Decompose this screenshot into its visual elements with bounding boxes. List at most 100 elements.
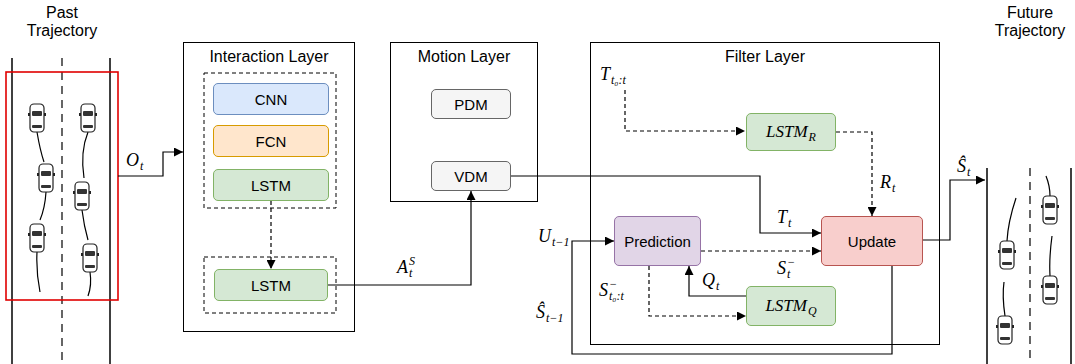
subscript: t [967, 166, 970, 178]
symbol-main: Ŝ [536, 302, 545, 322]
trajectory-trail [1050, 236, 1052, 276]
subscript: t [140, 160, 143, 172]
symbol-scripts: t [140, 148, 143, 172]
connector-arrow [701, 250, 821, 251]
subscript: R [809, 130, 816, 145]
section-label: Future Trajectory [985, 4, 1075, 40]
road-edge [11, 58, 13, 364]
connector-arrow [689, 266, 746, 296]
connector-arrow [328, 191, 471, 285]
node-label: VDM [454, 168, 487, 185]
symbol-scripts: −t₀:t [609, 278, 624, 302]
node-label: LSTM [765, 296, 807, 316]
symbol-scripts: t [967, 154, 970, 178]
subscript: t [787, 268, 795, 280]
node-label: Prediction [624, 233, 691, 250]
process-box: CNN [213, 83, 329, 115]
car-icon [996, 316, 1014, 344]
superscript [788, 205, 791, 217]
symbol-scripts: St [409, 255, 415, 279]
road-edge [109, 58, 111, 364]
superscript: − [609, 278, 624, 290]
process-box: Update [821, 216, 923, 266]
trajectory-trail [1003, 282, 1005, 316]
symbol-main: Ŝ [957, 156, 966, 176]
node-label: Interaction Layer [209, 48, 328, 65]
section-label: Past Trajectory [17, 4, 107, 40]
node-label: PDM [454, 96, 487, 113]
symbol-main: T [600, 64, 610, 84]
superscript [967, 154, 970, 166]
symbol-scripts: −t [787, 256, 795, 280]
trajectory-trail [1007, 198, 1016, 241]
subscript: t [716, 280, 719, 292]
connector-arrow [270, 201, 271, 269]
output-arrow [922, 180, 985, 240]
subscript: t [788, 217, 791, 229]
lstm-box: LSTMR [746, 113, 836, 151]
trajectory-trail [40, 192, 46, 220]
car-icon [28, 224, 46, 252]
connector-arrow [836, 132, 872, 216]
dashed-group [204, 73, 336, 208]
symbol-scripts: t−1 [546, 300, 563, 324]
math-symbol: Ut−1 [536, 224, 571, 248]
process-box: FCN [213, 125, 329, 157]
math-symbol: ASt [395, 255, 417, 279]
symbol-scripts: t [788, 205, 791, 229]
math-symbol: S−t [775, 256, 797, 280]
subscript: Q [808, 304, 817, 319]
car-icon [1041, 276, 1059, 304]
node-label: LSTM [766, 122, 808, 142]
node-label: FCN [256, 133, 287, 150]
math-symbol: S−t₀:t [597, 278, 626, 302]
symbol-main: A [397, 257, 408, 277]
node-label: LSTM [251, 277, 291, 294]
superscript [140, 148, 143, 160]
trajectory-trail [37, 132, 44, 162]
trajectory-trail [88, 272, 91, 296]
layer-box: Interaction LayerCNN FCN LSTM LSTM [183, 42, 355, 332]
node-label: Motion Layer [418, 48, 511, 65]
symbol-scripts: t₀:t [611, 62, 626, 86]
car-icon [1041, 196, 1059, 224]
lane-divider [1029, 168, 1030, 364]
superscript: − [787, 256, 795, 268]
superscript [552, 224, 569, 236]
road-edge [1070, 168, 1072, 364]
math-symbol: Qt [700, 268, 721, 292]
node-label: Filter Layer [725, 48, 805, 65]
math-symbol: Ot [124, 148, 145, 172]
trajectory-trail [83, 132, 88, 178]
dashed-group [204, 257, 336, 313]
car-icon [28, 104, 46, 132]
math-symbol: Ŝt−1 [534, 300, 565, 324]
subscript: t−1 [552, 236, 569, 248]
math-symbol: Tt₀:t [598, 62, 628, 86]
math-symbol: Tt [775, 205, 793, 229]
node-label: LSTM [251, 177, 291, 194]
lstm-box: LSTMQ [746, 286, 836, 326]
math-symbol: Ŝt [955, 154, 972, 178]
input-arrow [625, 90, 745, 131]
symbol-main: S [599, 280, 608, 300]
trajectory-trail [37, 252, 40, 292]
symbol-scripts: t−1 [552, 224, 569, 248]
symbol-main: U [538, 226, 551, 246]
math-symbol: Rt [878, 170, 897, 194]
layer-box: Motion LayerPDM VDM [390, 42, 538, 202]
trajectory-trail [1046, 176, 1050, 196]
subscript: t−1 [546, 312, 563, 324]
symbol-scripts: t [892, 170, 895, 194]
road-edge [986, 168, 988, 364]
superscript [892, 170, 895, 182]
process-box: LSTM [213, 169, 329, 201]
car-icon [37, 164, 55, 192]
subscript: t [892, 182, 895, 194]
symbol-scripts: t [716, 268, 719, 292]
process-box: Prediction [614, 216, 701, 266]
symbol-main: R [880, 172, 891, 192]
lane-divider [61, 58, 62, 364]
selection-box [6, 72, 118, 300]
